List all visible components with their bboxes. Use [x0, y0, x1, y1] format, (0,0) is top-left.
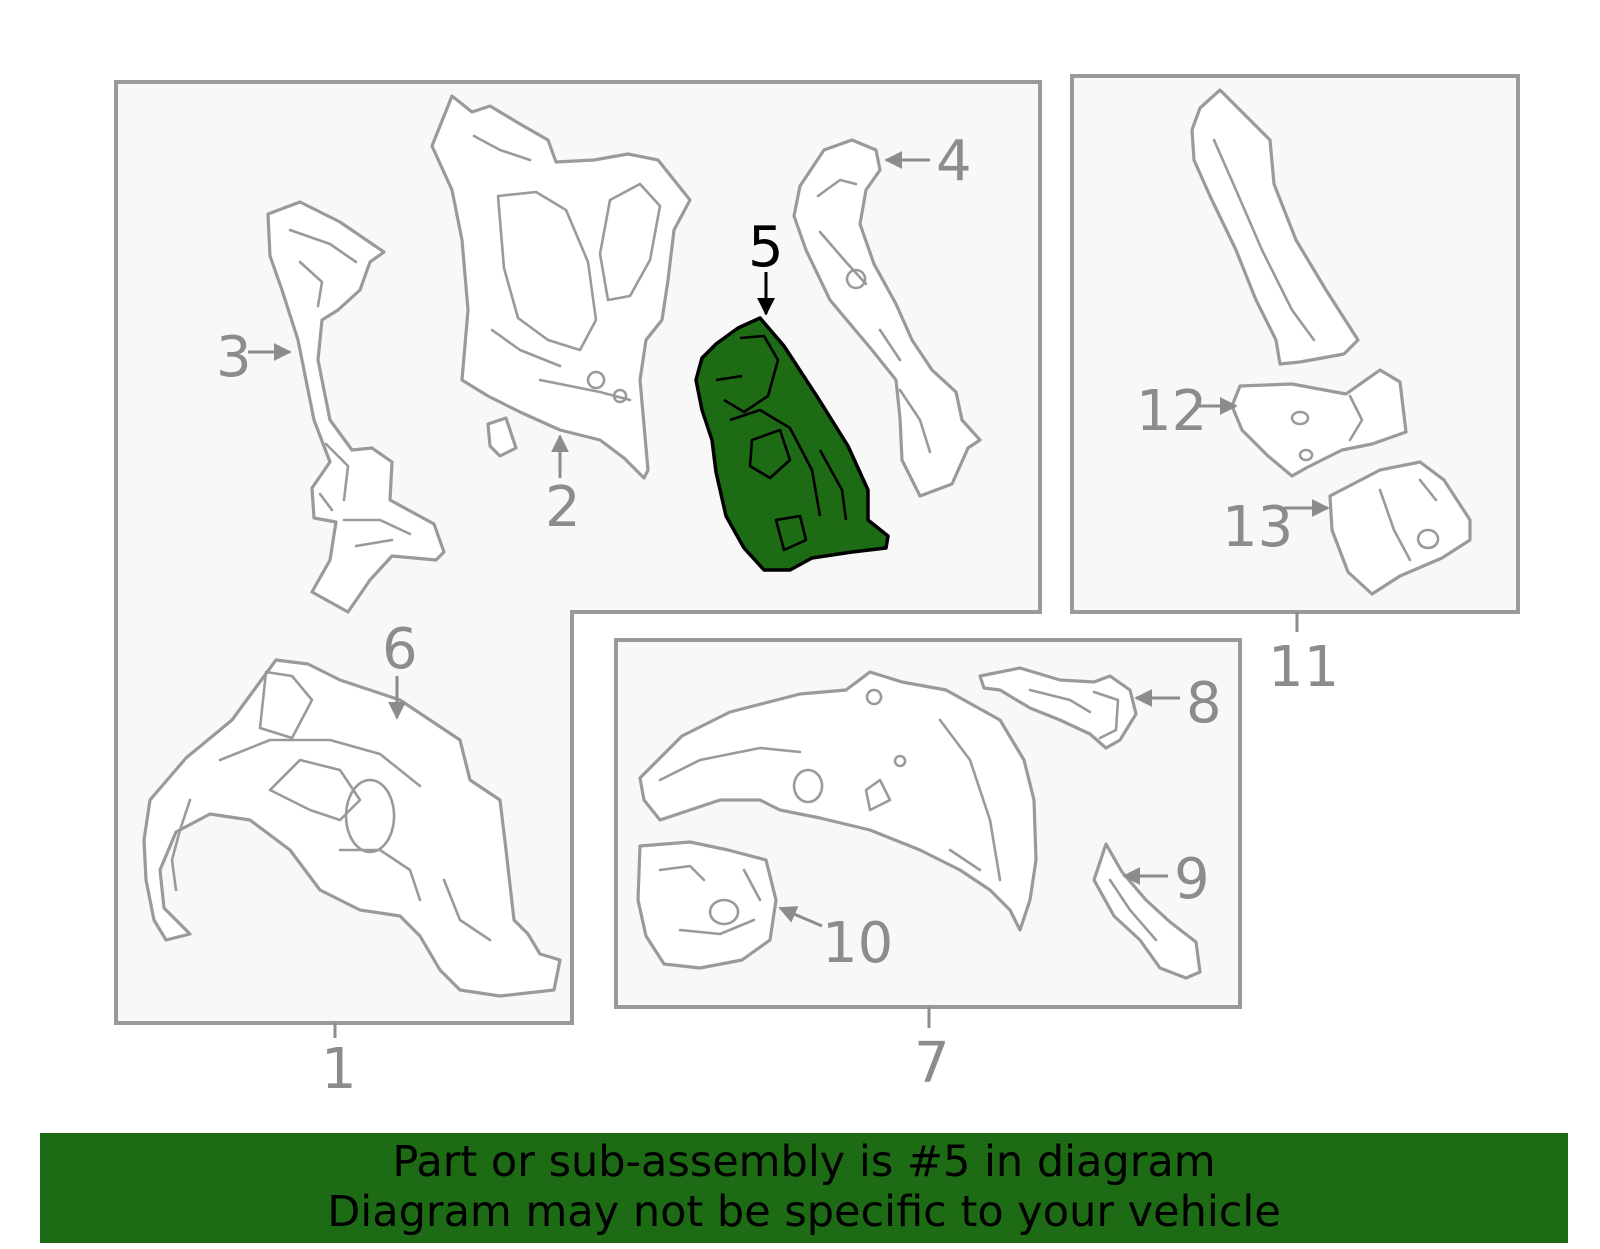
part-4[interactable]	[792, 138, 982, 498]
part-10[interactable]	[636, 840, 778, 970]
part-5-highlighted[interactable]	[694, 316, 890, 572]
part-13[interactable]	[1328, 460, 1472, 596]
part-9[interactable]	[1092, 842, 1202, 980]
footer-line-2: Diagram may not be specific to your vehi…	[327, 1187, 1281, 1237]
callout-6: 6	[382, 617, 418, 720]
svg-text:11: 11	[1268, 635, 1339, 700]
svg-text:1: 1	[321, 1037, 357, 1102]
svg-text:2: 2	[545, 475, 581, 540]
svg-text:9: 9	[1174, 847, 1210, 912]
callout-10: 10	[778, 906, 893, 976]
part-11-rail	[1190, 88, 1360, 366]
svg-text:3: 3	[216, 325, 252, 390]
callout-7: 7	[914, 1031, 950, 1096]
part-12[interactable]	[1230, 368, 1408, 478]
callout-9: 9	[1122, 847, 1210, 912]
part-3[interactable]	[266, 200, 446, 614]
callout-11: 11	[1268, 635, 1339, 700]
part-6[interactable]	[142, 658, 562, 998]
svg-text:10: 10	[822, 911, 893, 976]
callout-1: 1	[321, 1037, 357, 1102]
svg-text:5: 5	[748, 215, 784, 280]
footer-banner: Part or sub-assembly is #5 in diagram Di…	[40, 1133, 1568, 1243]
part-2-bracket	[486, 416, 518, 458]
part-7[interactable]	[638, 670, 1038, 932]
svg-text:12: 12	[1136, 379, 1207, 444]
part-2[interactable]	[430, 94, 692, 480]
callout-13: 13	[1222, 495, 1330, 560]
footer-line-1: Part or sub-assembly is #5 in diagram	[392, 1137, 1216, 1187]
callout-5: 5	[748, 215, 784, 316]
svg-text:4: 4	[936, 129, 972, 194]
callout-3: 3	[216, 325, 292, 390]
svg-text:6: 6	[382, 617, 418, 682]
svg-text:13: 13	[1222, 495, 1293, 560]
svg-text:7: 7	[914, 1031, 950, 1096]
part-8[interactable]	[978, 666, 1138, 750]
callout-4: 4	[884, 129, 972, 194]
callout-12: 12	[1136, 379, 1238, 444]
callout-2: 2	[545, 434, 581, 540]
callout-8: 8	[1134, 671, 1222, 736]
svg-text:8: 8	[1186, 671, 1222, 736]
